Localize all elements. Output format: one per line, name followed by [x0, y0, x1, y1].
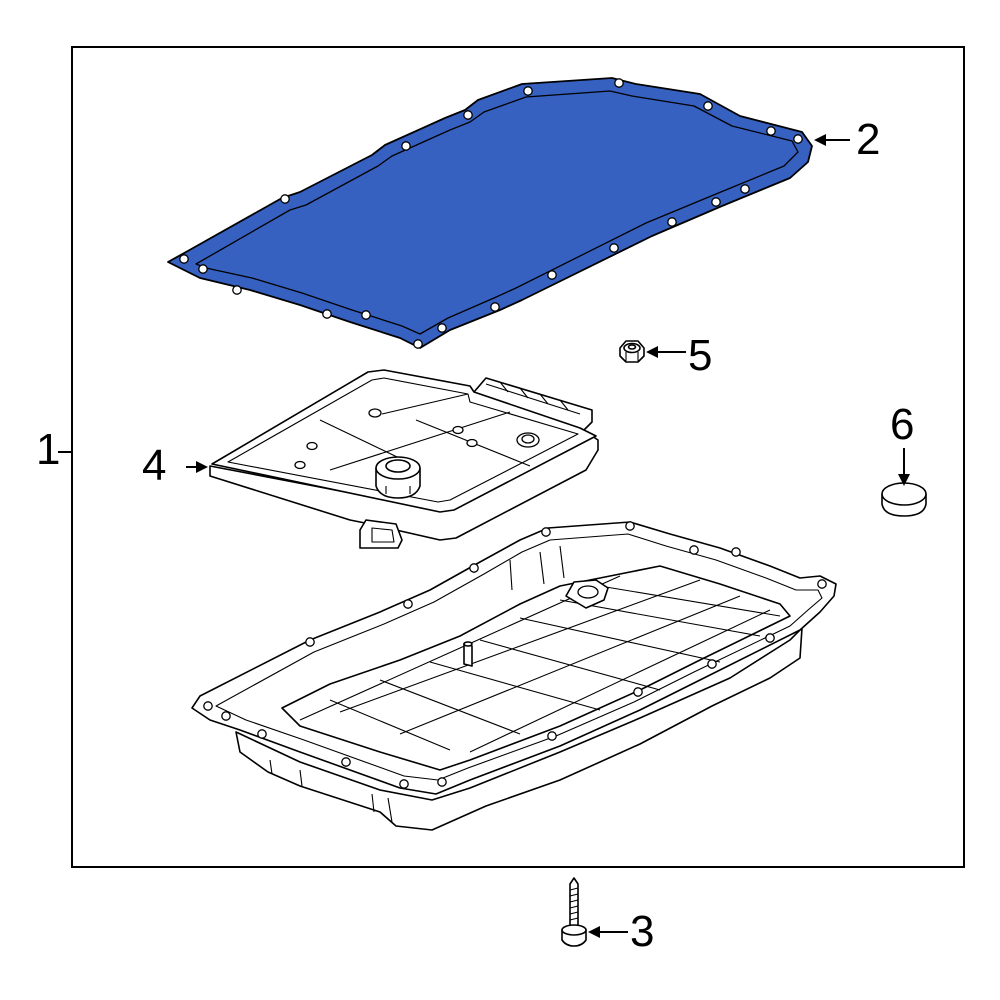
callout-2-arrow	[814, 134, 850, 146]
gasket-outer-edge	[167, 77, 813, 349]
part-5-nut[interactable]	[619, 340, 645, 363]
gasket-inner-edge	[195, 90, 799, 335]
callout-1-label: 1	[36, 425, 61, 474]
part-3-bolt[interactable]	[561, 877, 587, 947]
callout-5-label: 5	[688, 331, 713, 380]
assembly-frame	[71, 46, 965, 868]
part-4-filter[interactable]	[209, 369, 599, 549]
callout-4-arrow	[186, 461, 208, 473]
callout-3-label: 3	[630, 907, 655, 956]
pan-bolt-holes	[203, 521, 827, 789]
part-6-plug[interactable]	[881, 482, 927, 517]
gasket-bolt-holes	[179, 78, 803, 349]
callout-4-label: 4	[142, 441, 167, 490]
callout-2-label: 2	[856, 115, 881, 164]
part-1-oil-pan[interactable]	[191, 521, 837, 831]
callout-6-arrow	[898, 448, 910, 486]
part-2-gasket[interactable]	[167, 77, 813, 349]
callout-5-arrow	[646, 346, 686, 358]
callout-6-label: 6	[890, 400, 915, 449]
callout-3-arrow	[588, 926, 628, 938]
